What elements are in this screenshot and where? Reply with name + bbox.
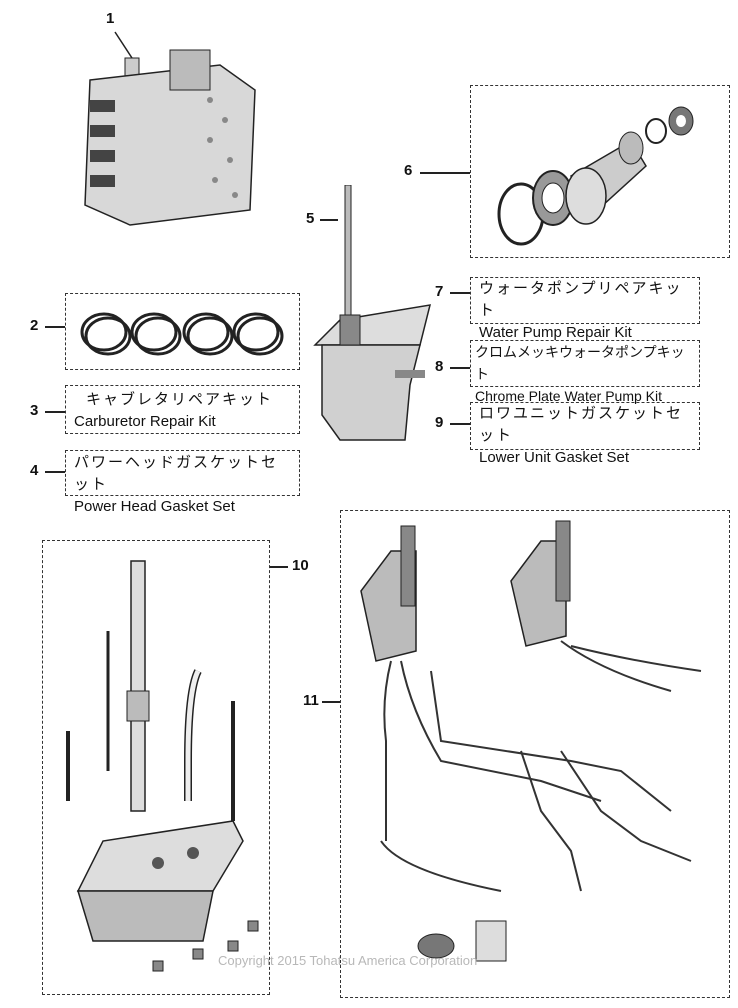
kit-name-en: Lower Unit Gasket Set (479, 449, 630, 466)
lower-unit-illustration (313, 185, 432, 441)
kit-name-jp: パワーヘッドガスケットセット (74, 454, 279, 493)
kit-name-en: Power Head Gasket Set (74, 498, 235, 515)
leader-line (320, 219, 338, 221)
leader-line (450, 367, 470, 369)
leader-line (45, 471, 65, 473)
callout-5: 5 (306, 210, 315, 227)
remote-control-harness-illustration (360, 520, 702, 962)
power-head-gasket-set-label: パワーヘッドガスケットセット Power Head Gasket Set (65, 450, 300, 515)
leader-line (450, 423, 470, 425)
drive-shaft-housing-illustration (66, 560, 259, 972)
kit-name-jp: ロワユニットガスケットセット (479, 405, 684, 444)
callout-2: 2 (30, 317, 39, 334)
drive-shaft-box (42, 540, 270, 995)
power-head-illustration (84, 31, 256, 226)
water-pump-box (470, 85, 730, 258)
kit-name-jp: クロムメッキウォータポンプキット (475, 344, 685, 382)
kit-name-en: Chrome Plate Water Pump Kit (475, 388, 662, 404)
leader-line (45, 411, 65, 413)
callout-6: 6 (404, 162, 413, 179)
leader-line (322, 701, 340, 703)
piston-rings-illustration (80, 312, 284, 356)
leader-line (45, 326, 65, 328)
callout-3: 3 (30, 402, 39, 419)
callout-8: 8 (435, 358, 444, 375)
callout-10: 10 (292, 557, 309, 574)
kit-name-jp: ウォータポンプリペアキット (479, 280, 683, 319)
callout-4: 4 (30, 462, 39, 479)
kit-name-en: Carburetor Repair Kit (74, 413, 216, 430)
piston-rings-box (65, 293, 300, 370)
water-pump-repair-kit-label: ウォータポンプリペアキット Water Pump Repair Kit (470, 277, 700, 341)
kit-name-en: Water Pump Repair Kit (479, 324, 632, 341)
carburetor-repair-kit-label: キャブレタリペアキット Carburetor Repair Kit (65, 385, 300, 434)
lower-unit-gasket-set-label: ロワユニットガスケットセット Lower Unit Gasket Set (470, 402, 700, 466)
copyright-watermark: Copyright 2015 Tohatsu America Corporati… (218, 953, 478, 968)
kit-name-jp: キャブレタリペアキット (86, 391, 274, 408)
remote-control-box (340, 510, 730, 998)
leader-line (420, 172, 470, 174)
callout-1: 1 (106, 10, 115, 27)
callout-11: 11 (303, 692, 319, 709)
callout-7: 7 (435, 283, 444, 300)
chrome-plate-water-pump-kit-label: クロムメッキウォータポンプキット Chrome Plate Water Pump… (470, 340, 700, 404)
callout-9: 9 (435, 414, 444, 431)
leader-line (270, 566, 288, 568)
water-pump-illustration (497, 106, 694, 246)
leader-line (450, 292, 470, 294)
